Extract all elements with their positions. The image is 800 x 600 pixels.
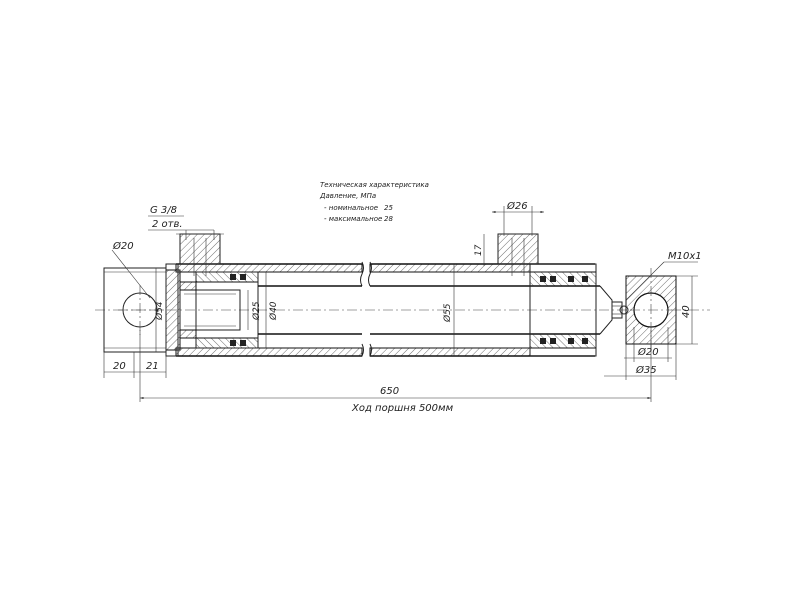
dim-bore-dia-text: Ø55 (442, 303, 453, 323)
dim-rod-inner: Ø25 (247, 290, 262, 330)
port-right (497, 233, 539, 276)
dim-port-count-text: 2 отв. (152, 219, 183, 230)
bottom-cap (165, 263, 181, 357)
cylinder-tube (175, 261, 595, 357)
dim-rod-inner-text: Ø25 (251, 301, 262, 321)
dim-rod-eye-hole: Ø20 (624, 327, 672, 362)
notes-nominal-label: - номинальное (324, 204, 378, 212)
port-left (176, 233, 224, 276)
piston (179, 271, 259, 349)
dim-stroke-text: Ход поршня 500мм (351, 403, 454, 414)
dim-bore-dia: Ø55 (442, 264, 455, 356)
notes-title: Техническая характеристика (320, 181, 429, 189)
dim-eye-hole: Ø20 (111, 240, 151, 299)
technical-notes: Техническая характеристика Давление, МПа… (319, 181, 429, 223)
dim-eye-dia: Ø54 (154, 268, 165, 352)
dim-rod-thread-text: M10x1 (668, 251, 702, 262)
dim-port-dia: Ø26 (492, 200, 544, 236)
dim-port-height-text: 17 (474, 244, 484, 256)
dim-rod-thread: M10x1 (625, 251, 702, 301)
notes-max-value: 28 (384, 215, 393, 223)
dim-port-thread-text: G 3/8 (150, 205, 177, 216)
dim-rod-eye-width: 40 (676, 275, 698, 345)
dim-eye-hole-text: Ø20 (112, 240, 134, 252)
dim-piston-dia: Ø40 (265, 272, 279, 348)
dim-eye-len-20-text: 20 (113, 361, 126, 372)
dim-total-length-text: 650 (380, 386, 399, 397)
dim-eye-dia-text: Ø54 (154, 301, 165, 321)
dim-port-height: 17 (474, 234, 485, 266)
dim-port-dia-text: Ø26 (506, 200, 528, 212)
dim-total-length: 650 Ход поршня 500мм (139, 330, 652, 414)
dim-eye-lengths: 20 21 (103, 352, 167, 378)
rod-gland (529, 263, 597, 357)
dim-rod-eye-hole-text: Ø20 (637, 346, 659, 358)
notes-pressure-label: Давление, МПа (319, 192, 376, 200)
notes-max-label: - максимальное (324, 215, 382, 223)
dim-piston-dia-text: Ø40 (268, 301, 279, 321)
dim-eye-len-21-text: 21 (146, 361, 159, 372)
dim-port-thread: G 3/8 2 отв. (148, 205, 215, 240)
notes-nominal-value: 25 (384, 204, 393, 212)
dim-rod-dia-text: Ø35 (635, 364, 657, 376)
dim-rod-eye-width-text: 40 (681, 305, 692, 318)
